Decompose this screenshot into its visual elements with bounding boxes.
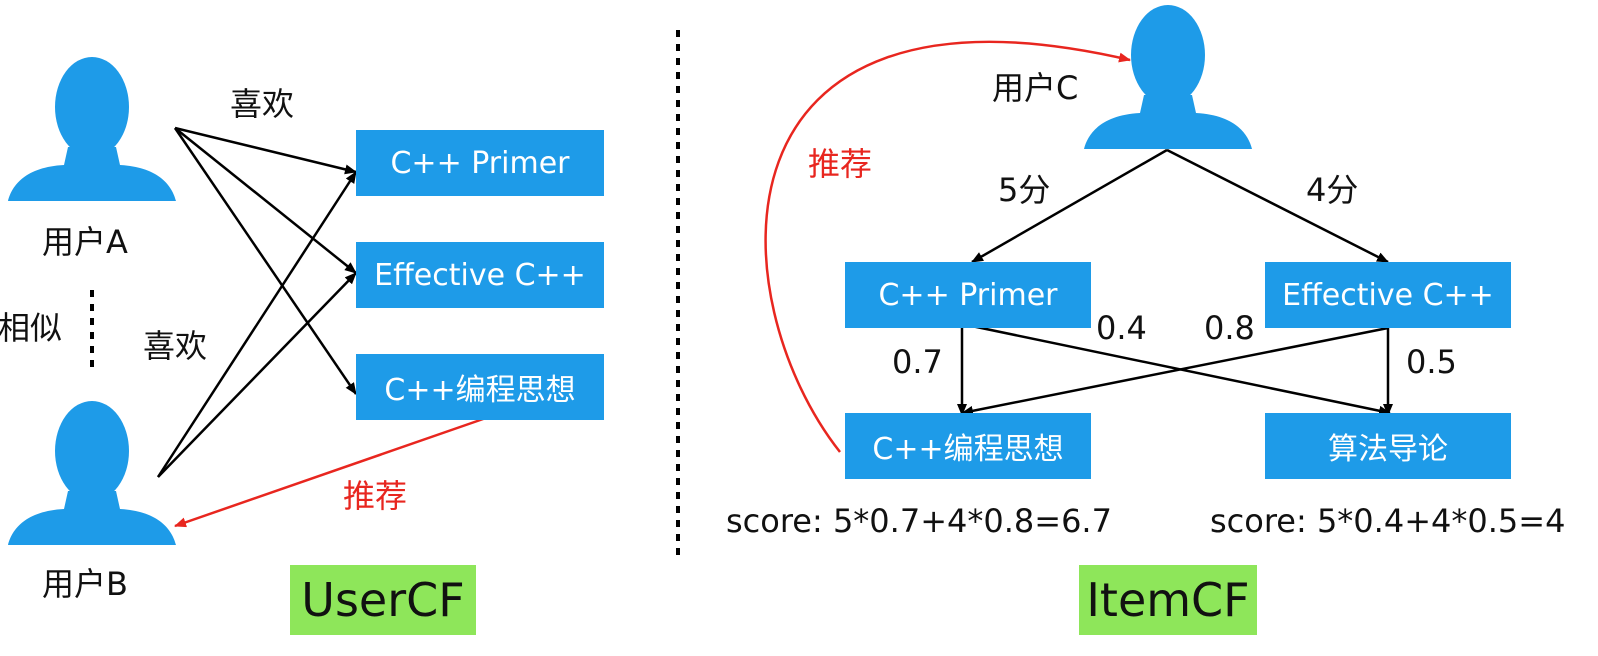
rated-book-cpp-primer: C++ Primer [845,262,1091,328]
user-c-label: 用户C [992,69,1079,107]
recommend-label-usercf: 推荐 [343,477,408,515]
edge-a-primer [174,126,357,175]
book-effective-cpp: Effective C++ [356,242,604,308]
weight-primer-thinking: 0.7 [892,343,943,381]
weight-effective-thinking: 0.8 [1204,309,1255,347]
user-a-icon [8,57,176,201]
edge-effective-thinking [961,326,1389,416]
usercf-tag: UserCF [290,565,476,635]
score-algorithms: score: 5*0.4+4*0.5=4 [1210,502,1566,540]
rating-4-label: 4分 [1306,171,1359,209]
rated-book-effective-cpp: Effective C++ [1265,262,1511,328]
user-b-icon [8,401,176,545]
weight-effective-algo: 0.5 [1406,343,1457,381]
user-b-label: 用户B [42,565,128,603]
candidate-book-cpp-thinking: C++编程思想 [845,413,1091,479]
rating-5-label: 5分 [998,171,1051,209]
edge-a-effective [174,127,357,274]
edge-recommend-b [174,416,487,528]
edge-b-primer [156,171,358,478]
recommend-label-itemcf: 推荐 [808,145,873,183]
weight-primer-algo: 0.4 [1096,309,1147,347]
user-c-icon [1084,5,1252,149]
book-cpp-thinking: C++编程思想 [356,354,604,420]
edge-b-effective [157,272,357,478]
likes-b-label: 喜欢 [143,327,208,365]
book-cpp-primer: C++ Primer [356,130,604,196]
likes-a-label: 喜欢 [230,85,295,123]
candidate-book-algorithms: 算法导论 [1265,413,1511,479]
edge-primer-algo [961,322,1391,416]
user-a-label: 用户A [42,223,128,261]
similar-label: 相似 [0,309,63,347]
score-cpp-thinking: score: 5*0.7+4*0.8=6.7 [726,502,1112,540]
itemcf-tag: ItemCF [1079,565,1257,635]
